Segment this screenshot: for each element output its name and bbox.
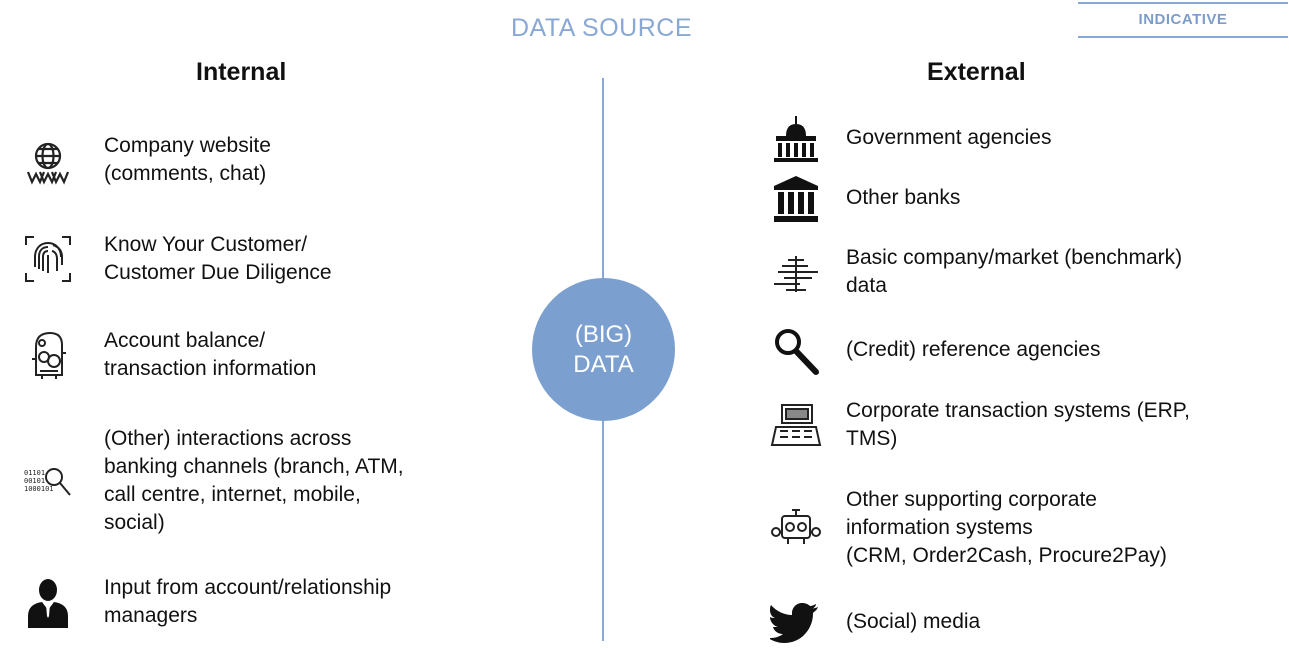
internal-item-label: Account balance/ transaction information <box>104 329 317 380</box>
external-item-label: Basic company/market (benchmark) data <box>846 246 1183 297</box>
globe-www-icon <box>22 134 74 186</box>
internal-item-label: Company website (comments, chat) <box>104 134 271 185</box>
twitter-bird-icon <box>770 596 822 648</box>
internal-item-managers: Input from account/relationship managers <box>22 574 391 630</box>
external-item-label: Corporate transaction systems (ERP, TMS) <box>846 399 1190 450</box>
cash-register-icon <box>770 399 822 451</box>
big-data-line-1: (BIG) <box>574 320 633 348</box>
magnifier-icon <box>770 324 822 376</box>
external-item-corporate-transaction: Corporate transaction systems (ERP, TMS) <box>770 397 1190 453</box>
svg-text:1000101: 1000101 <box>24 485 54 493</box>
machinery-icon <box>770 502 822 554</box>
internal-item-kyc: Know Your Customer/ Customer Due Diligen… <box>22 231 332 287</box>
internal-item-website: Company website (comments, chat) <box>22 132 271 188</box>
external-item-label: (Social) media <box>846 610 981 633</box>
indicative-badge: INDICATIVE <box>1078 2 1288 38</box>
page-title: DATA SOURCE <box>511 14 692 42</box>
svg-text:01101: 01101 <box>24 469 45 477</box>
external-item-supporting-systems: Other supporting corporate information s… <box>770 486 1167 570</box>
internal-item-label: (Other) interactions across banking chan… <box>104 427 404 534</box>
external-item-credit-agencies: (Credit) reference agencies <box>770 324 1100 376</box>
svg-text:00101: 00101 <box>24 477 45 485</box>
external-item-government: Government agencies <box>770 112 1051 164</box>
big-data-circle: (BIG) DATA <box>532 278 675 421</box>
big-data-line-2: DATA <box>573 350 634 378</box>
internal-item-account-balance: Account balance/ transaction information <box>22 327 316 383</box>
bar-chart-icon <box>770 246 822 298</box>
external-item-benchmark: Basic company/market (benchmark) data <box>770 244 1182 300</box>
external-heading: External <box>927 58 1026 86</box>
bank-building-icon <box>770 172 822 224</box>
businessman-icon <box>22 576 74 628</box>
external-item-label: Government agencies <box>846 126 1052 149</box>
internal-item-label: Input from account/relationship managers <box>104 576 392 627</box>
internal-heading: Internal <box>196 58 287 86</box>
capitol-building-icon <box>770 112 822 164</box>
external-item-social-media: (Social) media <box>770 596 980 648</box>
fingerprint-scan-icon <box>22 233 74 285</box>
external-item-label: Other supporting corporate information s… <box>846 488 1167 567</box>
internal-item-label: Know Your Customer/ Customer Due Diligen… <box>104 233 332 284</box>
external-item-label: Other banks <box>846 186 961 209</box>
bank-teller-icon <box>22 329 74 381</box>
external-item-label: (Credit) reference agencies <box>846 338 1101 361</box>
external-item-other-banks: Other banks <box>770 172 960 224</box>
